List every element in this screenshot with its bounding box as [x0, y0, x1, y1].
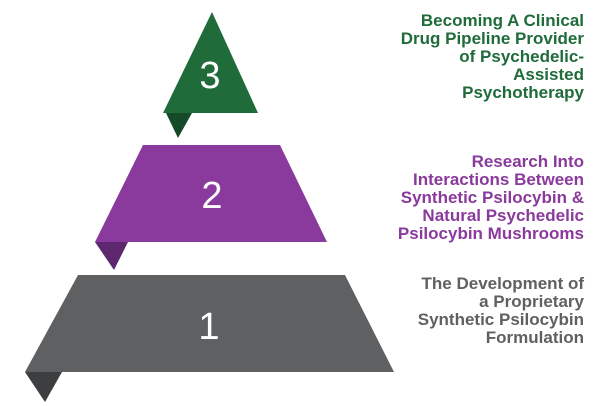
tier-3-label: Becoming A Clinical Drug Pipeline Provid… [400, 11, 584, 102]
tier-2: 2 [95, 145, 327, 270]
tier-3-fold [166, 113, 192, 138]
tier-1-number: 1 [198, 306, 219, 348]
tier-2-label: Research Into Interactions Between Synth… [397, 152, 584, 243]
tier-2-number: 2 [201, 175, 222, 217]
tier-3-shape [163, 12, 258, 113]
tier-2-shape [95, 145, 327, 242]
tier-3: 3 [163, 12, 258, 138]
tier-2-fold [95, 242, 128, 270]
tier-1-shape [25, 275, 394, 372]
tier-1: 1 [25, 275, 394, 402]
tier-1-fold [25, 372, 62, 402]
tier-3-number: 3 [199, 55, 220, 97]
tier-1-label: The Development of a Proprietary Synthet… [417, 274, 584, 347]
